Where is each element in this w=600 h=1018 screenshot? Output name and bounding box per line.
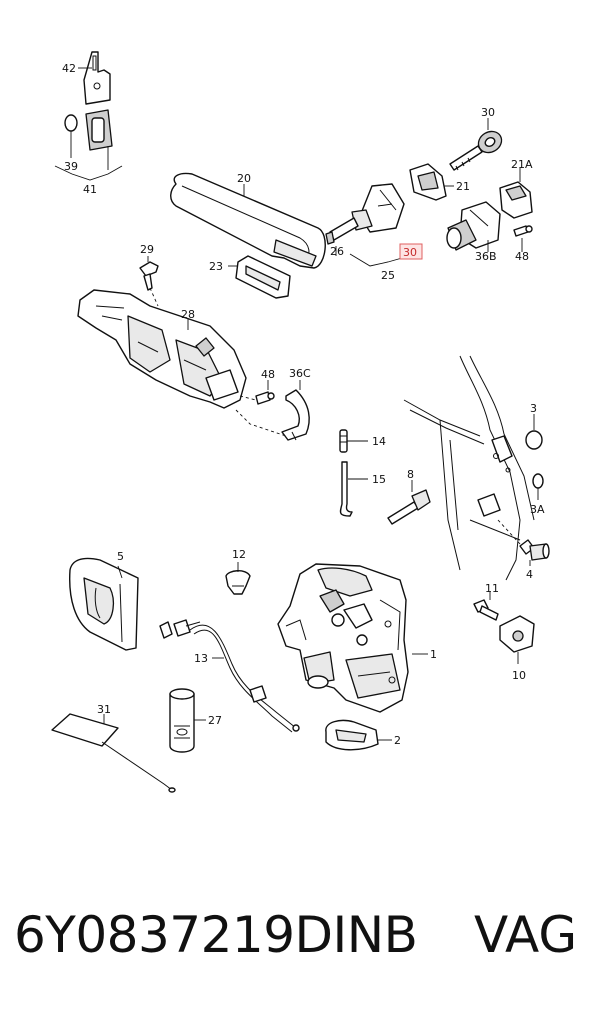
outer-door-handle-part bbox=[170, 172, 326, 269]
callout-10: 10 bbox=[512, 669, 526, 682]
plug-part bbox=[525, 430, 543, 450]
lock-cylinder-cap-part bbox=[409, 163, 447, 201]
striker-plate-part bbox=[499, 615, 535, 653]
end-cap-part bbox=[499, 181, 533, 219]
handle-carrier-part bbox=[77, 289, 247, 409]
brand-text: VAG bbox=[474, 906, 578, 964]
callout-30-highlighted: 30 bbox=[403, 246, 417, 259]
door-frame-outline bbox=[403, 355, 535, 581]
release-cable-part bbox=[159, 619, 300, 733]
callout-20: 20 bbox=[237, 172, 251, 185]
callout-21: 21 bbox=[456, 180, 470, 193]
callout-3a: 3A bbox=[530, 503, 545, 516]
door-lock-mechanism-part bbox=[277, 563, 409, 713]
lock-cylinder-part bbox=[325, 183, 405, 245]
screw-part-29 bbox=[139, 261, 159, 291]
bracket-part bbox=[281, 389, 310, 441]
screw-part-48 bbox=[255, 391, 275, 405]
o-ring-part bbox=[64, 114, 78, 132]
callout-15: 15 bbox=[372, 473, 386, 486]
seal-ring-part bbox=[532, 473, 544, 489]
grease-can-part bbox=[169, 688, 195, 753]
lock-cover-part bbox=[325, 719, 379, 751]
microswitch-part bbox=[387, 489, 431, 525]
key-blank-part bbox=[83, 51, 111, 105]
callout-30-key: 30 bbox=[481, 106, 495, 119]
callout-48-middle: 48 bbox=[261, 368, 275, 381]
pin-part bbox=[339, 429, 348, 453]
callout-27: 27 bbox=[208, 714, 222, 727]
callout-2: 2 bbox=[394, 734, 401, 747]
callout-14: 14 bbox=[372, 435, 386, 448]
callout-31: 31 bbox=[97, 703, 111, 716]
callout-36b: 36B bbox=[475, 250, 497, 263]
exploded-parts-diagram: 42 39 41 30 21A 20 21 29 23 26 30 25 36B… bbox=[51, 51, 550, 793]
inner-door-handle-part bbox=[68, 557, 139, 651]
ignition-key-part bbox=[449, 130, 503, 171]
callout-36c: 36C bbox=[289, 367, 311, 380]
callout-11: 11 bbox=[485, 582, 499, 595]
callout-21a: 21A bbox=[511, 158, 533, 171]
clip-part bbox=[225, 570, 251, 595]
callout-13: 13 bbox=[194, 652, 208, 665]
handle-cap-part bbox=[235, 255, 291, 299]
callout-28: 28 bbox=[181, 308, 195, 321]
bolt-part bbox=[519, 539, 550, 561]
screw-part bbox=[513, 225, 533, 237]
tag-part bbox=[51, 713, 176, 793]
callout-12: 12 bbox=[232, 548, 246, 561]
striker-bolt-part bbox=[473, 599, 499, 621]
highlight-box-30 bbox=[399, 243, 423, 260]
callout-4: 4 bbox=[526, 568, 533, 581]
callout-42: 42 bbox=[62, 62, 76, 75]
callout-1: 1 bbox=[430, 648, 437, 661]
remote-housing-part bbox=[85, 109, 113, 151]
part-number-text: 6Y0837219DINB bbox=[14, 906, 418, 964]
callout-8: 8 bbox=[407, 468, 414, 481]
lock-rod-part bbox=[339, 461, 353, 517]
callout-41: 41 bbox=[83, 183, 97, 196]
callout-26: 26 bbox=[330, 245, 344, 258]
callout-23: 23 bbox=[209, 260, 223, 273]
callout-39: 39 bbox=[64, 160, 78, 173]
callout-29: 29 bbox=[140, 243, 154, 256]
lock-unit-part bbox=[446, 201, 501, 251]
callout-48-top: 48 bbox=[515, 250, 529, 263]
callout-5: 5 bbox=[117, 550, 124, 563]
callout-25: 25 bbox=[381, 269, 395, 282]
callout-3: 3 bbox=[530, 402, 537, 415]
